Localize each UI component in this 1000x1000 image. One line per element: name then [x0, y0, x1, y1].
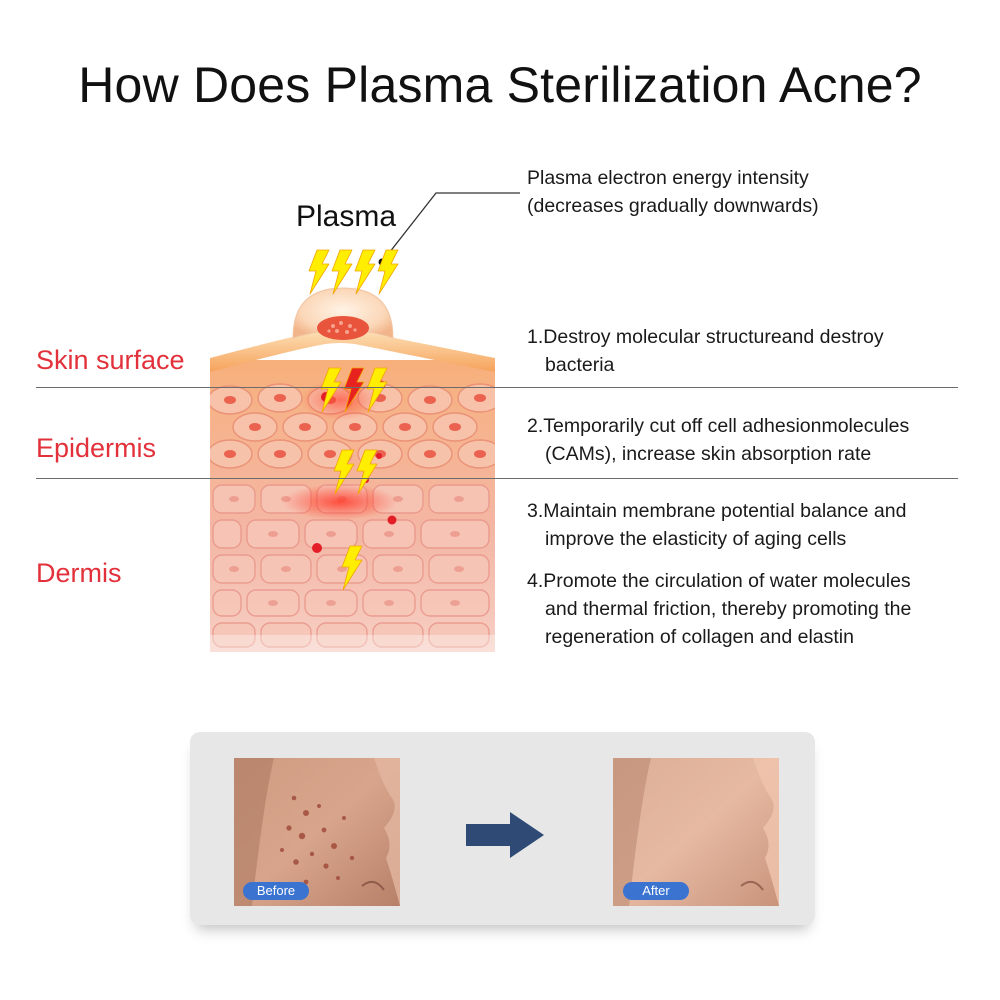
effect-4-line3: regeneration of collagen and elastin: [545, 626, 854, 648]
acne-core: [317, 316, 369, 340]
effect-2: 2.Temporarily cut off cell adhesionmolec…: [527, 412, 909, 468]
effect-1-line1: 1.Destroy molecular structureand destroy: [527, 326, 884, 348]
effect-2-line1: 2.Temporarily cut off cell adhesionmolec…: [527, 415, 910, 437]
effect-4-line2: and thermal friction, thereby promoting …: [545, 598, 912, 620]
page-title: How Does Plasma Sterilization Acne?: [78, 57, 922, 113]
effect-1-line2: bacteria: [545, 354, 615, 376]
after-photo: [613, 758, 779, 906]
before-badge: Before: [243, 882, 309, 900]
effect-3-line1: 3.Maintain membrane potential balance an…: [527, 500, 907, 522]
before-photo: [234, 758, 400, 906]
label-dermis: Dermis: [36, 558, 122, 588]
energy-note-line1: Plasma electron energy intensity: [527, 167, 809, 189]
plasma-bolts: [308, 249, 399, 591]
skin-cross-section: [210, 249, 495, 652]
effect-2-line2: (CAMs), increase skin absorption rate: [545, 443, 872, 465]
dermis-cells: [212, 484, 490, 648]
divider-surface: [36, 387, 958, 388]
divider-epidermis: [36, 478, 958, 479]
arrow-right-icon: [466, 812, 544, 858]
plasma-label: Plasma: [296, 200, 397, 233]
effect-3: 3.Maintain membrane potential balance an…: [527, 497, 906, 553]
after-badge: After: [623, 882, 689, 900]
effect-4-line1: 4.Promote the circulation of water molec…: [527, 570, 911, 592]
label-skin-surface: Skin surface: [36, 345, 185, 375]
skin-surface-band: [210, 329, 495, 372]
effect-4: 4.Promote the circulation of water molec…: [527, 567, 911, 651]
label-epidermis: Epidermis: [36, 433, 157, 463]
energy-note: Plasma electron energy intensity (decrea…: [527, 164, 819, 220]
effect-3-line2: improve the elasticity of aging cells: [545, 528, 847, 550]
before-after-panel: Before After: [190, 732, 815, 925]
effect-1: 1.Destroy molecular structureand destroy…: [527, 323, 884, 379]
energy-note-line2: (decreases gradually downwards): [527, 195, 819, 217]
